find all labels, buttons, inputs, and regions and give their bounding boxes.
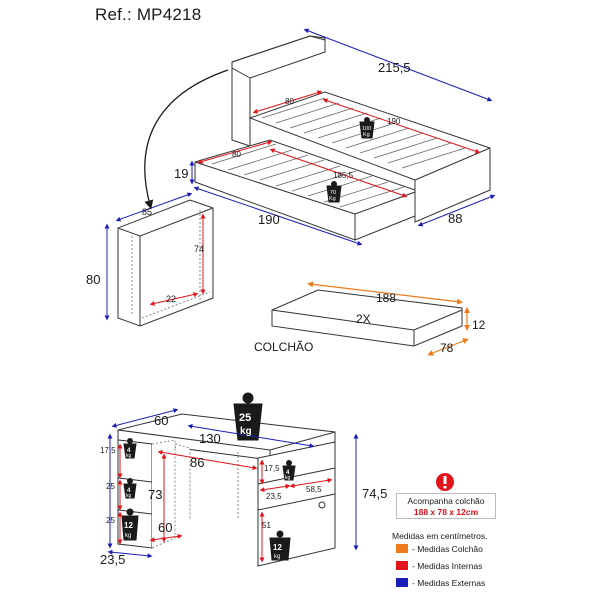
niche-5-load-unit: kg: [274, 554, 280, 560]
desk-dimensions: [107, 408, 359, 563]
desk-drawing: [117, 392, 336, 567]
lower-slat-length-label: 185,5: [333, 171, 354, 180]
mattress-depth-label: 78: [440, 341, 454, 355]
side-unit-depth-inner-label: 22: [166, 294, 176, 304]
mattress-included-line2: 188 x 78 x 12cm: [413, 507, 479, 517]
lower-load-value: 70: [330, 190, 336, 196]
niche-4-load-value: 4: [286, 470, 290, 476]
legend-item-external: - Medidas Externas: [396, 578, 485, 589]
mattress-caption: COLCHÃO: [254, 340, 313, 354]
legend-item-internal: - Medidas Internas: [396, 561, 482, 572]
side-unit-height-inner-label: 74: [194, 244, 204, 254]
upper-slat-length-label: 190: [387, 117, 401, 126]
side-unit-height-outer-label: 80: [86, 272, 100, 287]
desk-top-load-unit: kg: [240, 426, 252, 437]
niche-3-load-value: 12: [124, 521, 133, 530]
desk-height-label: 74,5: [362, 486, 387, 501]
right-niche-width-1-label: 23,5: [266, 492, 282, 501]
desk-inner-width-label: 86: [190, 455, 204, 470]
desk-width-label: 130: [199, 431, 221, 446]
legend-label-external: - Medidas Externas: [412, 578, 486, 588]
legend-label-mattress: - Medidas Colchão: [412, 544, 483, 554]
side-unit-dimensions: [104, 192, 206, 321]
niche-2-load-value: 4: [127, 488, 131, 494]
legend-swatch-mattress: [396, 544, 408, 553]
bed-length-low-label: 190: [258, 212, 280, 227]
niche-1-load-value: 4: [127, 448, 131, 454]
upper-load-value: 100: [362, 126, 371, 132]
desk-top-load-value: 25: [239, 412, 251, 424]
units-note: Medidas em centímetros.: [392, 531, 488, 541]
legend-swatch-external: [396, 578, 408, 587]
bed-dimensions: [189, 28, 496, 246]
bed-length-outer-label: 215,5: [378, 60, 411, 75]
upper-load-unit: Kg: [363, 132, 370, 138]
reference-title: Ref.: MP4218: [95, 5, 202, 24]
upper-slat-width-label: 80: [285, 97, 294, 106]
mattress-included-note: Acompanha colchão 188 x 78 x 12cm: [396, 493, 496, 519]
side-unit-drawing: [117, 199, 214, 327]
mattress-dimensions: [307, 281, 470, 356]
niche-3-load-unit: kg: [125, 533, 131, 539]
mattress-length-label: 188: [376, 291, 396, 305]
legend-item-mattress: - Medidas Colchão: [396, 544, 483, 555]
desk-depth-label: 60: [154, 413, 168, 428]
left-niche-1-label: 17,5: [100, 446, 116, 455]
desk-inner-depth-label: 60: [158, 520, 172, 535]
right-niche-width-2-label: 58,5: [306, 485, 322, 494]
lower-slat-width-label: 80: [232, 150, 241, 159]
bed-width-outer-label: 88: [448, 211, 462, 226]
mattress-quantity-label: 2X: [356, 312, 371, 326]
legend: Acompanha colchão 188 x 78 x 12cm Medida…: [390, 475, 500, 595]
bed-drawing: [194, 35, 491, 241]
left-niche-3-label: 25: [106, 516, 115, 525]
niche-4-load-unit: kg: [285, 475, 291, 481]
assembly-arrow: [144, 69, 229, 210]
desk-base-width-label: 23,5: [100, 552, 125, 567]
mattress-included-line1: Acompanha colchão: [407, 496, 485, 506]
desk-inner-height-label: 73: [148, 487, 162, 502]
niche-1-load-unit: kg: [126, 453, 132, 459]
side-unit-width-label: 85: [142, 207, 152, 217]
niche-5-load-value: 12: [273, 543, 282, 552]
legend-swatch-internal: [396, 561, 408, 570]
right-lower-height-label: 51: [262, 521, 271, 530]
bed-height-low-label: 19: [174, 166, 188, 181]
warning-icon: [436, 473, 454, 491]
right-niche-height-label: 17,5: [264, 464, 280, 473]
left-niche-2-label: 25: [106, 482, 115, 491]
mattress-thickness-label: 12: [472, 318, 486, 332]
lower-load-unit: Kg: [329, 196, 336, 202]
niche-2-load-unit: kg: [126, 493, 132, 499]
legend-label-internal: - Medidas Internas: [412, 561, 483, 571]
